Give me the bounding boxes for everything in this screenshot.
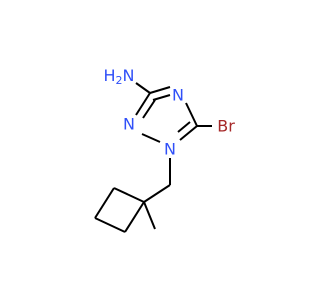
bond-n2-c3-inner <box>142 99 156 119</box>
atom-label-layer: H2N N N N Br <box>104 66 236 159</box>
bond-c5-n1-inner <box>177 121 191 133</box>
bond-n1-n2 <box>141 133 161 143</box>
atom-label-ring-n-upper: N <box>172 86 184 105</box>
bond-layer <box>94 82 212 233</box>
bond-ring-bottom <box>94 217 126 233</box>
bond-cq-ring-top <box>113 187 145 203</box>
atom-label-ring-n-lower: N <box>164 140 176 159</box>
bond-n2-c3 <box>135 92 151 116</box>
atom-label-ring-n-left: N <box>123 115 135 134</box>
molecule-structure: H2N N N N Br <box>94 66 236 233</box>
bond-ch2-cq <box>143 184 171 203</box>
atom-label-bromine: Br <box>217 117 235 136</box>
bond-cq-ch3 <box>143 201 156 230</box>
bond-ring-right <box>124 201 145 233</box>
bond-c3-n4-inner <box>152 94 171 101</box>
atom-label-amine: H2N <box>104 66 135 87</box>
bond-ring-left-top <box>94 187 115 219</box>
bond-c5-n1 <box>179 125 198 141</box>
bond-c3-n4 <box>149 86 171 94</box>
bond-n4-c5 <box>185 102 198 127</box>
bond-c3-nh2 <box>135 82 151 94</box>
